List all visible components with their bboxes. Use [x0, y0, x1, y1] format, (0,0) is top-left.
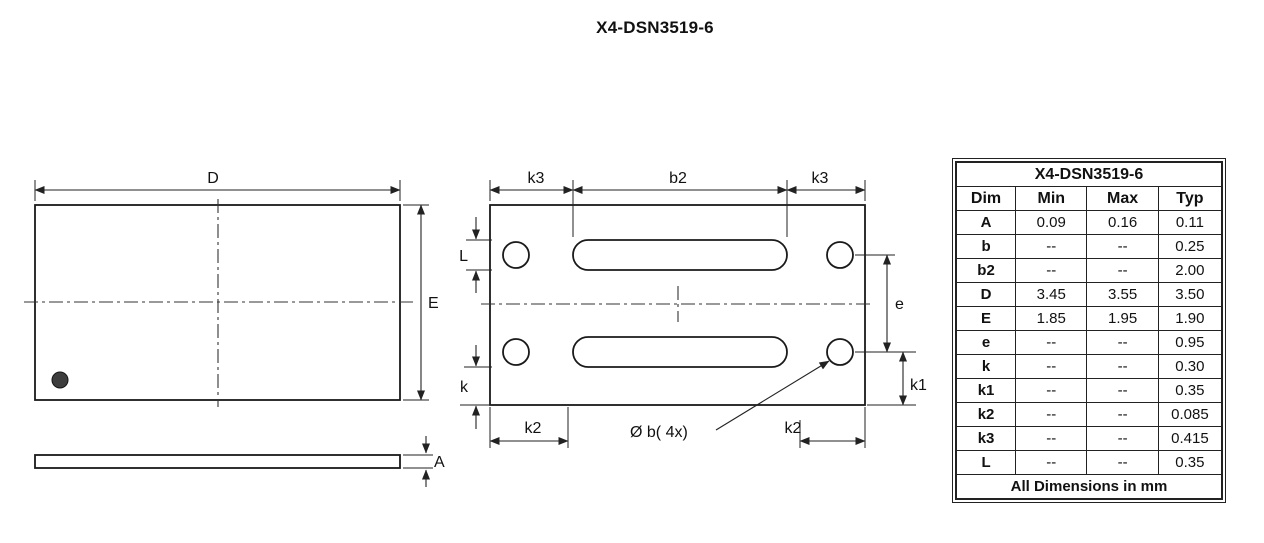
table-row: k2 -- -- 0.085 — [955, 402, 1223, 427]
cell-max: -- — [1086, 258, 1159, 283]
col-header-typ: Typ — [1157, 186, 1223, 211]
cell-dim: k3 — [955, 426, 1017, 451]
table-row: k1 -- -- 0.35 — [955, 378, 1223, 403]
table-row: E 1.85 1.95 1.90 — [955, 306, 1223, 331]
cell-dim: D — [955, 282, 1017, 307]
table-title: X4-DSN3519-6 — [955, 161, 1223, 187]
cell-dim: k1 — [955, 378, 1017, 403]
cell-typ: 0.085 — [1157, 402, 1223, 427]
cell-min: -- — [1015, 354, 1088, 379]
dimension-table: X4-DSN3519-6 Dim Min Max Typ A 0.09 0.16… — [952, 158, 1226, 503]
pad-circle-top-left — [502, 241, 530, 269]
col-header-max: Max — [1086, 186, 1159, 211]
page-title: X4-DSN3519-6 — [596, 18, 714, 37]
table-title-row: X4-DSN3519-6 — [955, 161, 1223, 187]
table-row: e -- -- 0.95 — [955, 330, 1223, 355]
dim-label-k2-left: k2 — [525, 420, 542, 437]
dim-label-k2-right: k2 — [785, 420, 802, 437]
pin1-marker — [51, 371, 69, 389]
cell-typ: 0.35 — [1157, 450, 1223, 475]
pad-circle-bottom-left — [502, 338, 530, 366]
bottom-view: k3 b2 k3 L k e k1 k2 — [459, 170, 927, 448]
leader-line-hole-diameter — [715, 360, 830, 431]
cell-min: -- — [1015, 426, 1088, 451]
side-profile-outline — [34, 454, 401, 469]
top-view: D E — [24, 170, 439, 407]
cell-min: 1.85 — [1015, 306, 1088, 331]
cell-max: 0.16 — [1086, 210, 1159, 235]
dim-label-e-pitch: e — [895, 296, 904, 313]
cell-max: -- — [1086, 354, 1159, 379]
cell-max: 3.55 — [1086, 282, 1159, 307]
table-row: b2 -- -- 2.00 — [955, 258, 1223, 283]
cell-typ: 0.25 — [1157, 234, 1223, 259]
table-footer-row: All Dimensions in mm — [955, 474, 1223, 500]
pad-slot-bottom — [572, 336, 788, 368]
dim-label-b2: b2 — [669, 170, 687, 187]
cell-min: -- — [1015, 258, 1088, 283]
cell-min: -- — [1015, 402, 1088, 427]
cell-max: -- — [1086, 330, 1159, 355]
cell-min: -- — [1015, 234, 1088, 259]
table-row: D 3.45 3.55 3.50 — [955, 282, 1223, 307]
table-header-row: Dim Min Max Typ — [955, 186, 1223, 211]
cell-typ: 0.11 — [1157, 210, 1223, 235]
cell-dim: A — [955, 210, 1017, 235]
dim-label-hole-diameter: Ø b( 4x) — [630, 424, 688, 441]
cell-min: 3.45 — [1015, 282, 1088, 307]
side-view: A — [34, 436, 445, 487]
pad-circle-bottom-right — [826, 338, 854, 366]
dim-label-e: E — [428, 295, 439, 312]
cell-min: -- — [1015, 378, 1088, 403]
pad-circle-top-right — [826, 241, 854, 269]
cell-dim: k — [955, 354, 1017, 379]
pad-slot-top — [572, 239, 788, 271]
cell-max: -- — [1086, 426, 1159, 451]
cell-typ: 1.90 — [1157, 306, 1223, 331]
cell-typ: 0.30 — [1157, 354, 1223, 379]
cell-max: -- — [1086, 402, 1159, 427]
table-row: L -- -- 0.35 — [955, 450, 1223, 475]
cell-dim: E — [955, 306, 1017, 331]
table-row: A 0.09 0.16 0.11 — [955, 210, 1223, 235]
table-row: k -- -- 0.30 — [955, 354, 1223, 379]
table-footer: All Dimensions in mm — [955, 474, 1223, 500]
cell-max: -- — [1086, 450, 1159, 475]
cell-dim: b — [955, 234, 1017, 259]
dim-label-k1: k1 — [910, 377, 927, 394]
cell-min: -- — [1015, 450, 1088, 475]
dim-label-l: L — [459, 248, 468, 265]
dim-label-a: A — [434, 454, 445, 471]
col-header-min: Min — [1015, 186, 1088, 211]
cell-min: 0.09 — [1015, 210, 1088, 235]
dim-label-k: k — [460, 379, 469, 396]
cell-typ: 2.00 — [1157, 258, 1223, 283]
dim-label-k3-left: k3 — [528, 170, 545, 187]
cell-dim: k2 — [955, 402, 1017, 427]
cell-typ: 0.35 — [1157, 378, 1223, 403]
cell-max: -- — [1086, 234, 1159, 259]
cell-typ: 0.95 — [1157, 330, 1223, 355]
cell-typ: 3.50 — [1157, 282, 1223, 307]
cell-typ: 0.415 — [1157, 426, 1223, 451]
cell-dim: L — [955, 450, 1017, 475]
table-row: k3 -- -- 0.415 — [955, 426, 1223, 451]
cell-dim: b2 — [955, 258, 1017, 283]
cell-max: 1.95 — [1086, 306, 1159, 331]
dim-label-k3-right: k3 — [812, 170, 829, 187]
col-header-dim: Dim — [955, 186, 1017, 211]
dim-label-d: D — [207, 170, 219, 187]
table-row: b -- -- 0.25 — [955, 234, 1223, 259]
cell-dim: e — [955, 330, 1017, 355]
cell-max: -- — [1086, 378, 1159, 403]
cell-min: -- — [1015, 330, 1088, 355]
